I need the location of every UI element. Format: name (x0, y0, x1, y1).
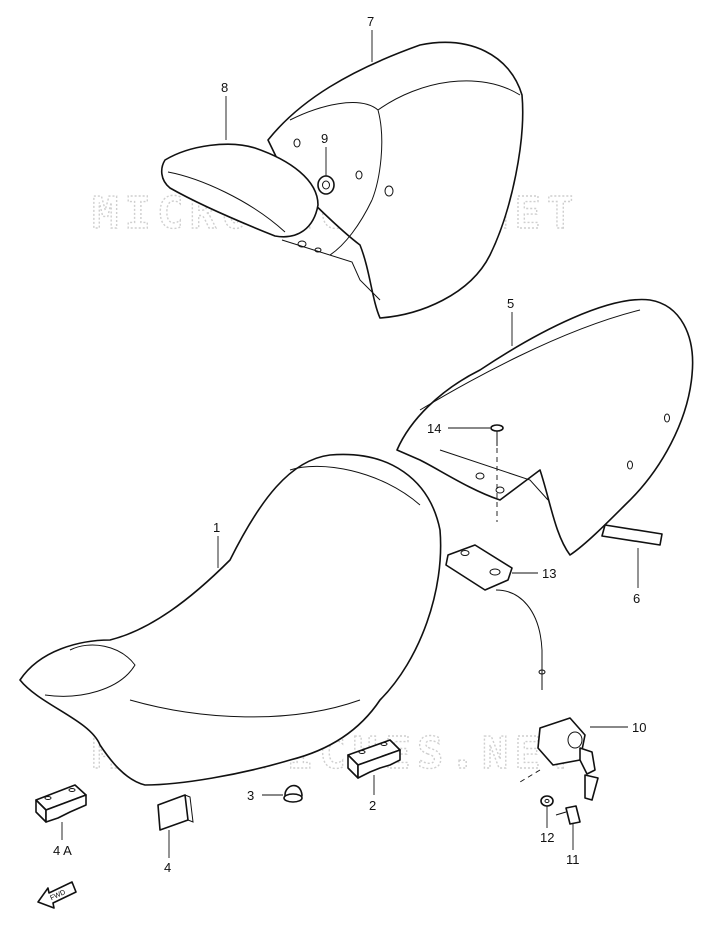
part-4-pad (157, 794, 194, 831)
callout-2: 2 (369, 798, 376, 813)
part-7-seat-cowl (267, 41, 524, 319)
callout-12: 12 (540, 830, 554, 845)
callout-1: 1 (213, 520, 220, 535)
part-9-grommet (317, 175, 335, 195)
leader-lines (61, 30, 639, 858)
callout-6: 6 (633, 591, 640, 606)
callout-3: 3 (247, 788, 254, 803)
callout-13: 13 (542, 566, 556, 581)
part-1-main-seat (19, 453, 442, 786)
callout-10: 10 (632, 720, 646, 735)
part-8-pad (160, 143, 319, 238)
callout-8: 8 (221, 80, 228, 95)
callout-4: 4 (164, 860, 171, 875)
part-13-lock-bracket (445, 544, 546, 690)
part-2-cushion-block (347, 739, 401, 779)
callout-4a: 4 A (53, 843, 72, 858)
callout-7: 7 (367, 14, 374, 29)
callout-14: 14 (427, 421, 441, 436)
part-6-strap (601, 524, 663, 546)
part-12-washer (540, 795, 554, 807)
part-5-rear-seat (396, 298, 694, 556)
fwd-arrow-icon: FWD (37, 881, 77, 909)
part-3-cushion (283, 784, 303, 803)
callout-11: 11 (566, 852, 580, 867)
callout-5: 5 (507, 296, 514, 311)
callout-labels: 7 8 9 5 14 1 13 6 10 3 2 4 A 4 12 11 (53, 14, 646, 875)
part-10-seat-lock (537, 717, 599, 801)
part-4a-cushion-block (35, 784, 87, 823)
callout-9: 9 (321, 131, 328, 146)
part-11-bolt (555, 805, 581, 825)
part-14-screw (490, 424, 504, 446)
